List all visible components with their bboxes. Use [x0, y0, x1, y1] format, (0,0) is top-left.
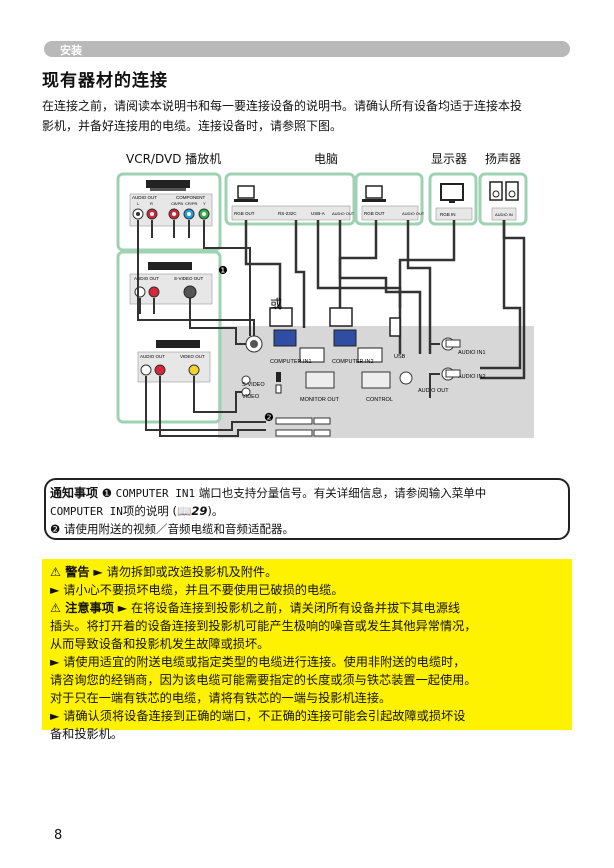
warning-label: ⚠ 警告: [50, 565, 90, 579]
warning-box: ⚠ 警告 ► 请勿拆卸或改造投影机及附件。 ► 请小心不要损坏电缆，并且不要使用…: [42, 559, 572, 741]
pc2-rgb-out-label: RGB OUT: [364, 211, 385, 216]
section-label: 安装: [60, 44, 82, 57]
port-monitor-out-label: MONITOR OUT: [300, 397, 340, 403]
vcr-rca-ports: [132, 208, 210, 220]
book-icon: (📖: [172, 504, 192, 518]
label-speaker: 扬声器: [485, 152, 522, 166]
monitor-rgb-in-label: RGB IN: [440, 212, 456, 217]
note1-text: 端口也支持分量信号。有关详细信息，请参阅输入菜单中: [198, 486, 487, 500]
rca-cables: [137, 238, 440, 437]
notes-box: [44, 478, 570, 540]
note-line-2: COMPUTER IN项的说明 (📖29)。: [50, 503, 223, 519]
vcr-y-label: Y: [203, 201, 206, 206]
caution-line-7: ► 请确认须将设备连接到正确的端口，不正确的连接可能会引起故障或损坏设: [50, 709, 466, 723]
vcr-l-label: L: [137, 201, 140, 206]
port-usb-label: USB: [394, 354, 406, 360]
marker-1: ❶: [218, 265, 228, 277]
intro-line-1: 在连接之前，请阅读本说明书和每一要连接设备的说明书。请确认所有设备均适于连接本投: [42, 99, 523, 113]
caution-line-4: ► 请使用适宜的附送电缆或指定类型的电缆进行连接。使用非附送的电缆时，: [50, 655, 466, 669]
vcr3-video-out-label: VIDEO OUT: [180, 354, 205, 359]
vcr-cbpb-label: CB/PB: [171, 201, 183, 206]
note1-page-link[interactable]: 29: [191, 504, 208, 518]
caution-line-6: 对于只在一端有铁芯的电缆，请将有铁芯的一端与投影机连接。: [50, 691, 392, 705]
note1-port: COMPUTER IN1: [115, 487, 196, 500]
pc-audio-out-label: AUDIO OUT: [332, 211, 355, 216]
speaker-icon: [489, 181, 519, 201]
audio-adaptors: [275, 339, 461, 437]
port-audio-in2-label: AUDIO IN2: [458, 374, 486, 380]
notes-title: 通知事项: [50, 486, 99, 500]
vcr-cables: [137, 220, 205, 400]
caution-line-2: 插头。将打开着的设备连接到投影机可能产生极响的噪音或发生其他异常情况，: [50, 619, 477, 633]
pc-usb-a-label: USB-A: [311, 211, 325, 216]
caution-label: ⚠ 注意事项: [50, 601, 114, 615]
note1-menu-item: COMPUTER IN: [50, 505, 123, 518]
note2-text: 请使用附送的视频／音频电缆和音频适配器。: [63, 522, 294, 536]
note2-marker: ❷: [50, 522, 61, 536]
intro-paragraph: 在连接之前，请阅读本说明书和每一要连接设备的说明书。请确认所有设备均适于连接本投…: [42, 96, 572, 136]
warning-line-2: ► 请小心不要损坏电缆，并且不要使用已破损的电缆。: [50, 583, 344, 597]
vcr-icon: [146, 180, 200, 348]
pc-rgb-out-label: RGB OUT: [234, 211, 255, 216]
label-vcr-dvd: VCR/DVD 播放机: [126, 152, 222, 166]
vcr-audio-out-label: AUDIO OUT: [132, 195, 157, 200]
port-control-label: CONTROL: [366, 397, 393, 403]
vcr-component-label: COMPONENT: [176, 195, 206, 200]
vga-connectors: [269, 307, 401, 363]
vcr2-s-video-out-label: S-VIDEO OUT: [174, 276, 204, 281]
page-number: 8: [54, 828, 63, 843]
monitor-icon: [440, 183, 464, 203]
marker-2: ❷: [264, 412, 274, 424]
note1-end: )。: [207, 504, 224, 518]
caution-text-1: ► 在将设备连接到投影机之前，请关闭所有设备并拔下其电源线: [117, 601, 461, 615]
pc2-audio-out-label: AUDIO OUT: [402, 211, 425, 216]
warning-text-1: ► 请勿拆卸或改造投影机及附件。: [93, 565, 278, 579]
speaker-audio-in-label: AUDIO IN: [495, 212, 513, 217]
connection-diagram: AUDIO OUT COMPONENT L R CB/PB CR/PR Y AU…: [116, 172, 534, 438]
warning-line-1: ⚠ 警告 ► 请勿拆卸或改造投影机及附件。: [50, 563, 277, 581]
port-s-video-label: S-VIDEO: [242, 382, 265, 388]
caution-line-8: 备和投影机。: [50, 727, 124, 741]
projector-port-shapes: [241, 335, 455, 397]
note-line-1: 通知事项 ❶ COMPUTER IN1 端口也支持分量信号。有关详细信息，请参阅…: [50, 484, 486, 501]
page-title: 现有器材的连接: [42, 71, 168, 91]
label-or: 或: [270, 297, 282, 311]
port-audio-in1-label: AUDIO IN1: [458, 350, 486, 356]
caution-line-1: ⚠ 注意事项 ► 在将设备连接到投影机之前，请关闭所有设备并拔下其电源线: [50, 599, 460, 617]
computer-icon: [234, 185, 386, 202]
port-computer-in1-label: COMPUTER IN1: [270, 359, 312, 365]
vcr-r-label: R: [150, 201, 153, 206]
port-audio-out-label: AUDIO OUT: [418, 388, 449, 394]
intro-line-2: 影机，并备好连接用的电缆。连接设备时，请参照下图。: [42, 119, 343, 133]
port-video-label: VIDEO: [242, 394, 260, 400]
note-line-3: ❷ 请使用附送的视频／音频电缆和音频适配器。: [50, 521, 294, 537]
caution-line-5: 请咨询您的经销商，因为该电缆可能需要指定的长度或须与铁芯装置一起使用。: [50, 673, 477, 687]
caution-line-3: 从而导致设备和投影机发生故障或损坏。: [50, 637, 270, 651]
label-computer: 电脑: [314, 152, 339, 166]
label-monitor: 显示器: [431, 152, 468, 166]
note1-text-2: 项的说明: [122, 504, 169, 518]
vcr-crpr-label: CR/PR: [185, 201, 198, 206]
section-header-bar: 安装: [44, 41, 570, 57]
pc-rs232c-label: RS-232C: [278, 211, 297, 216]
vcr2-audio-out-label: AUDIO OUT: [134, 276, 159, 281]
vcr3-audio-out-label: AUDIO OUT: [140, 354, 165, 359]
device-frames: [116, 172, 528, 424]
note1-marker: ❶: [101, 486, 112, 500]
port-computer-in2-label: COMPUTER IN2: [332, 359, 374, 365]
